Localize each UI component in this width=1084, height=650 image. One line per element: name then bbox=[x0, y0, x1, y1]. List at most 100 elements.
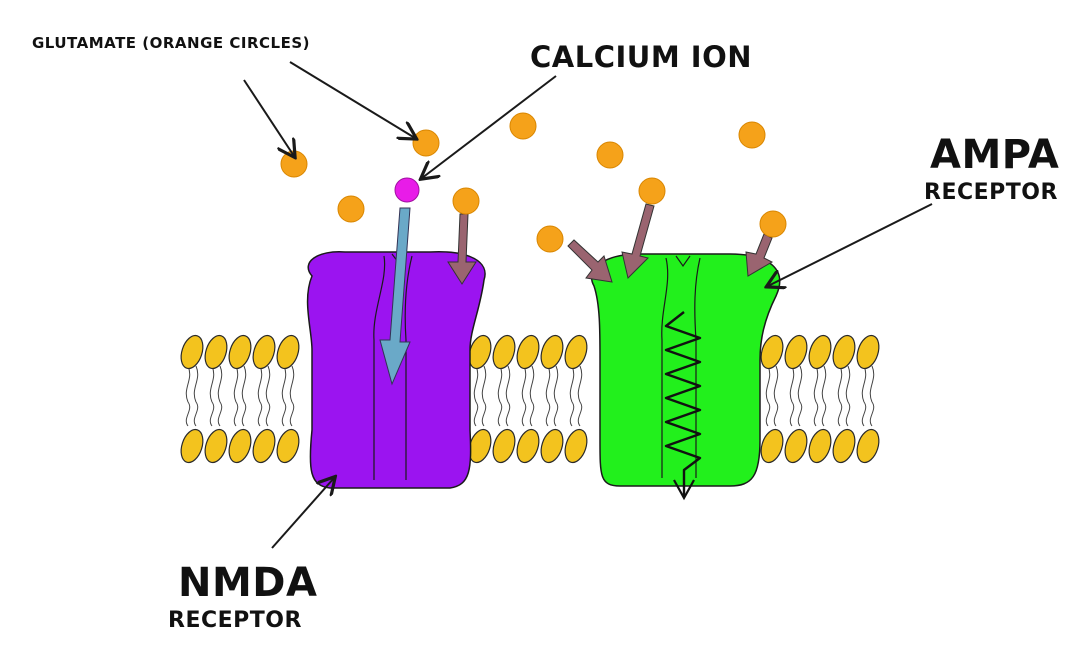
glutamate-molecule bbox=[509, 112, 537, 140]
ampa-pointer bbox=[768, 203, 933, 286]
lipid-tail bbox=[521, 365, 527, 403]
lipid-head bbox=[180, 428, 204, 464]
lipid-tail bbox=[193, 365, 199, 403]
binding-arrow-ampa-2 bbox=[621, 203, 655, 279]
lipid-head bbox=[492, 334, 516, 370]
lipid-tail bbox=[789, 401, 795, 427]
lipid-tail bbox=[481, 365, 487, 403]
lipid-head bbox=[564, 428, 588, 464]
lipid-head bbox=[276, 428, 300, 464]
lipid-head bbox=[516, 334, 540, 370]
lipid-tail bbox=[577, 401, 583, 427]
lipid-tail bbox=[861, 401, 867, 427]
lipid-tail bbox=[773, 401, 779, 427]
lipid-tail bbox=[193, 401, 199, 427]
lipid-head bbox=[856, 334, 880, 370]
lipid-head bbox=[808, 428, 832, 464]
lipid-tail bbox=[209, 365, 215, 403]
lipid-tail bbox=[233, 365, 239, 403]
lipid-tail bbox=[473, 401, 479, 427]
lipid-tail bbox=[813, 365, 819, 403]
lipid-tail bbox=[281, 365, 287, 403]
lipid-tail bbox=[837, 365, 843, 403]
glutamate-label: GLUTAMATE (ORANGE CIRCLES) bbox=[32, 34, 310, 52]
nmda-receptor-label: NMDA bbox=[178, 560, 318, 606]
lipid-tail bbox=[529, 401, 535, 427]
lipid-tail bbox=[545, 401, 551, 427]
ampa-receptor-label: AMPA bbox=[930, 132, 1060, 178]
lipid-tail bbox=[257, 365, 263, 403]
glutamate-molecule bbox=[337, 195, 365, 223]
lipid-tail bbox=[869, 365, 875, 403]
lipid-head bbox=[276, 334, 300, 370]
lipid-tail bbox=[185, 365, 191, 403]
ampa-ion-flow-zigzag bbox=[664, 311, 702, 496]
calcium-ion bbox=[394, 177, 420, 203]
binding-arrow-nmda bbox=[447, 213, 477, 285]
lipid-head bbox=[540, 334, 564, 370]
glutamate-molecule bbox=[638, 177, 666, 205]
lipid-tail bbox=[765, 401, 771, 427]
lipid-tail bbox=[233, 401, 239, 427]
lipid-tail bbox=[553, 365, 559, 403]
glutamate-molecule bbox=[452, 187, 480, 215]
lipid-tail bbox=[473, 365, 479, 403]
lipid-tail bbox=[845, 365, 851, 403]
binding-arrows bbox=[447, 203, 774, 285]
glutamate-molecules bbox=[280, 112, 787, 253]
lipid-head bbox=[204, 334, 228, 370]
binding-arrow-ampa-3 bbox=[745, 233, 774, 277]
lipid-tail bbox=[845, 401, 851, 427]
lipid-tail bbox=[773, 365, 779, 403]
lipid-tail bbox=[821, 401, 827, 427]
nmda-receptor-sublabel: RECEPTOR bbox=[168, 608, 302, 633]
lipid-tail bbox=[821, 365, 827, 403]
lipid-tail bbox=[209, 401, 215, 427]
lipid-tail bbox=[265, 365, 271, 403]
lipid-tail bbox=[289, 401, 295, 427]
lipid-tail bbox=[265, 401, 271, 427]
glutamate-molecule bbox=[412, 129, 440, 157]
lipid-bilayer bbox=[180, 334, 880, 464]
lipid-tail bbox=[813, 401, 819, 427]
lipid-tail bbox=[789, 365, 795, 403]
lipid-tail bbox=[577, 365, 583, 403]
lipid-tail bbox=[529, 365, 535, 403]
lipid-tail bbox=[217, 401, 223, 427]
lipid-head bbox=[180, 334, 204, 370]
lipid-tail bbox=[569, 365, 575, 403]
ampa-receptor-body bbox=[591, 253, 781, 487]
lipid-head bbox=[228, 334, 252, 370]
nmda-pointer bbox=[271, 478, 334, 549]
calcium-ion-arrow bbox=[379, 207, 411, 386]
lipid-head bbox=[252, 428, 276, 464]
lipid-tail bbox=[505, 365, 511, 403]
lipid-head bbox=[784, 334, 808, 370]
lipid-head bbox=[808, 334, 832, 370]
ampa-receptor bbox=[591, 253, 781, 501]
lipid-head bbox=[228, 428, 252, 464]
lipid-tail bbox=[257, 401, 263, 427]
lipid-tail bbox=[281, 401, 287, 427]
lipid-tail bbox=[869, 401, 875, 427]
glutamate-molecule bbox=[738, 121, 766, 149]
lipid-tail bbox=[481, 401, 487, 427]
lipid-head bbox=[252, 334, 276, 370]
lipid-head bbox=[832, 428, 856, 464]
lipid-tail bbox=[497, 401, 503, 427]
lipid-head bbox=[564, 334, 588, 370]
lipid-head bbox=[204, 428, 228, 464]
glutamate-molecule bbox=[536, 225, 564, 253]
calcium-pointer bbox=[422, 75, 557, 178]
lipid-head bbox=[760, 334, 784, 370]
glutamate-pointer-1 bbox=[243, 79, 294, 156]
ampa-receptor-sublabel: RECEPTOR bbox=[924, 180, 1058, 205]
lipid-tail bbox=[553, 401, 559, 427]
lipid-tail bbox=[797, 365, 803, 403]
lipid-head bbox=[784, 428, 808, 464]
lipid-tail bbox=[505, 401, 511, 427]
lipid-tail bbox=[241, 365, 247, 403]
binding-arrow-ampa-1 bbox=[567, 239, 613, 283]
lipid-head bbox=[540, 428, 564, 464]
